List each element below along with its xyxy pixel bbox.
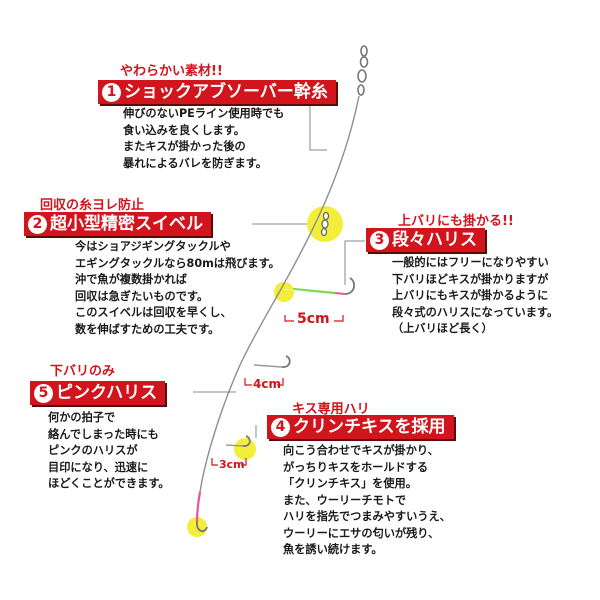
callout-4-line: 魚を誘い続けます。 [283, 543, 383, 556]
callout-2-number: 2 [28, 214, 47, 234]
callout-3-line: 一般的にはフリーになりやすい [392, 256, 549, 269]
callout-1-line: 暴れによるバレを防ぎます。 [123, 156, 267, 170]
callout-4-line: 向こう合わせでキスが掛かり、 [283, 444, 439, 457]
callout-3-line: 段々式のハリスになっています。 [392, 305, 559, 319]
callout-1-description: 伸びのないPEライン使用時でも 食い込みを良くします。 またキスが掛かった後の … [123, 106, 284, 172]
dimension-4cm-bracket [244, 378, 284, 386]
callout-4-line: また、ウーリーチモトで [283, 493, 407, 507]
callout-4-banner: 4 クリンチキスを採用 [267, 415, 454, 439]
callout-2-line: エギングタックルなら80mは飛びます。 [75, 256, 280, 270]
dimension-3cm-label: 3cm [219, 458, 245, 471]
callout-1-line: 食い込みを良くします。 [123, 123, 245, 137]
callout-3-tagline: 上バリにも掛かる!! [398, 214, 514, 229]
callout-3-title: 段々ハリス [392, 230, 477, 250]
dimension-5cm-label: 5cm [297, 311, 330, 327]
callout-3-banner: 3 段々ハリス [366, 228, 485, 252]
callout-2-line: 今はショアジギングタックルや [75, 240, 231, 253]
dimension-3cm-bracket [211, 458, 247, 466]
callout-3-line: 上バリにもキスが掛かるように [392, 289, 549, 302]
lower-branch [225, 444, 244, 447]
callout-2-line: 回収は急ぎたいものです。 [75, 289, 209, 303]
callout-5-line: 絡んでしまった時にも [48, 427, 159, 441]
upper-branch-tip [334, 292, 346, 295]
callout-5-description: 何かの拍子で 絡んでしまった時にも ピンクのハリスが 目印になり、迅速に ほどく… [48, 410, 170, 493]
lower-hook-icon [242, 435, 251, 447]
callout-5-tagline: 下バリのみ [50, 364, 116, 379]
dimension-5cm-bracket [284, 315, 344, 322]
callout-2-description: 今はショアジギングタックルや エギングタックルなら80mは飛びます。 沖で魚が複… [75, 239, 280, 338]
callout-1-title: ショックアブソーバー幹糸 [124, 82, 328, 102]
callout-5-number: 5 [34, 383, 53, 403]
callout-3-line: 下バリほどキスが掛かりますが [392, 272, 549, 286]
pink-leader [195, 491, 202, 523]
callout-1-banner: 1 ショックアブソーバー幹糸 [98, 80, 336, 104]
callout-5-line: ピンクのハリスが [48, 444, 138, 457]
callout-2-line: 沖で魚が複数掛かれば [75, 273, 187, 286]
callout-5-line: 何かの拍子で [48, 411, 116, 424]
callout-1-tagline: やわらかい素材!! [120, 64, 223, 79]
callout-4-tagline: キス専用ハリ [292, 402, 370, 417]
callout-1-line: 伸びのないPEライン使用時でも [123, 107, 285, 120]
callout-3-line: （上バリほど長く） [392, 322, 493, 335]
lower-hook-highlight [234, 438, 256, 460]
callout-1-line: またキスが掛かった後の [123, 140, 246, 153]
callout-2-banner: 2 超小型精密スイベル [24, 212, 211, 236]
dimension-4cm-label: 4cm [253, 377, 281, 391]
callout-2-line: このスイベルは回収を早くし、 [75, 306, 232, 319]
upper-branch-shine [282, 288, 311, 293]
callout-4-description: 向こう合わせでキスが掛かり、 がっちりキスをホールドする 「クリンチキス」を使用… [283, 443, 451, 559]
callout-3-description: 一般的にはフリーになりやすい 下バリほどキスが掛かりますが 上バリにもキスが掛か… [392, 255, 558, 338]
callout-5-line: 目印になり、迅速に [48, 460, 149, 474]
swivel-icon [320, 211, 330, 237]
callout-1-number: 1 [102, 82, 121, 102]
middle-branch [253, 364, 283, 368]
snap-swivel-icon [357, 45, 369, 96]
callout-2-line: 数を伸ばすための工夫です。 [75, 322, 220, 336]
callout-4-number: 4 [271, 417, 290, 437]
callout-4-line: ウーリーにエサの匂いが残り、 [283, 526, 440, 540]
callout-2-tagline: 回収の糸ヨレ防止 [40, 198, 145, 213]
callout-5-banner: 5 ピンクハリス [30, 381, 166, 405]
bottom-hook-icon [196, 521, 208, 533]
upper-hook-icon [344, 277, 356, 295]
upper-hook-highlight [274, 282, 294, 302]
callout-5-line: ほどくことができます。 [48, 477, 170, 490]
callout-4-line: ハリを指先でつまみやすいうえ、 [283, 510, 451, 523]
callout-3-leader [344, 240, 365, 285]
callout-2-title: 超小型精密スイベル [50, 214, 203, 234]
callout-5-title: ピンクハリス [56, 383, 158, 403]
middle-hook-icon [281, 355, 291, 368]
callout-3-number: 3 [370, 230, 389, 250]
callout-4-line: がっちりキスをホールドする [283, 460, 429, 474]
upper-branch [292, 287, 336, 295]
callout-4-title: クリンチキスを採用 [293, 417, 446, 437]
callout-4-line: 「クリンチキス」を使用。 [283, 477, 417, 490]
main-line [199, 95, 360, 493]
